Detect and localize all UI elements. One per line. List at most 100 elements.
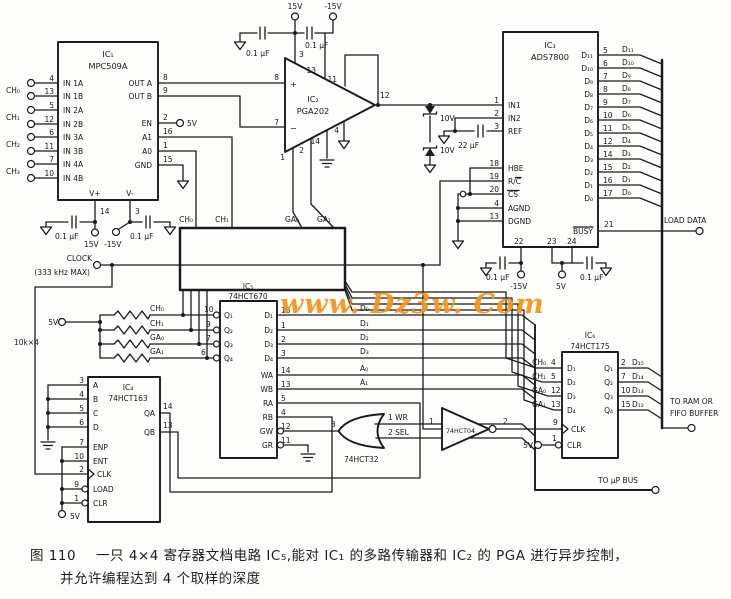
- net-label: D₃: [360, 347, 369, 356]
- ground-symbol: [40, 441, 56, 450]
- pin-name: QB: [144, 428, 155, 437]
- ground-symbol: [437, 135, 451, 145]
- inverting-bubble: [459, 190, 467, 198]
- inverting-bubble: [81, 499, 89, 507]
- pin-number: 4: [281, 408, 286, 417]
- net-label: CH₀: [150, 304, 164, 313]
- supply-terminal: [57, 509, 67, 519]
- net-label: D₃: [622, 149, 631, 158]
- pin-name: Q₁: [224, 311, 233, 320]
- pin-name: D₁₁: [581, 51, 593, 60]
- pin-number: 11: [327, 75, 337, 84]
- supply-label: 5V: [556, 282, 567, 291]
- pin-name: D₉: [584, 77, 593, 86]
- pin-number: 17: [603, 189, 613, 198]
- pin-number: 1: [281, 321, 286, 330]
- pin-name: IN 2B: [63, 120, 83, 129]
- destination-label: TO RAM OR: [669, 397, 713, 406]
- pin-number: 3: [494, 122, 499, 131]
- pin-number: 8: [163, 73, 168, 82]
- pin-name: CLR: [93, 499, 108, 508]
- pin-name: D₃: [264, 340, 273, 349]
- pin-name: ENT: [93, 457, 108, 466]
- net-label: D₆: [622, 110, 631, 119]
- ic6-ref: IC₆: [585, 331, 595, 340]
- supply-label: 5V: [187, 119, 198, 128]
- net-label: CH₁: [532, 372, 546, 381]
- pin-name: ENP: [93, 443, 108, 452]
- pin-name: RA: [263, 399, 274, 408]
- ground-symbol: [423, 164, 437, 174]
- clock-rate-label: (333 kHz MAX): [34, 268, 90, 277]
- inverter-74hct04: 74HCT04 1 2: [422, 407, 563, 451]
- pin-number: 2: [299, 146, 304, 155]
- up-bus-label: TO µP BUS: [597, 476, 638, 485]
- pin-name: IN 2A: [63, 106, 84, 115]
- ic2-body: [284, 57, 376, 153]
- pin-name: OUT A: [129, 79, 153, 88]
- zener-voltage: 10V: [440, 146, 456, 155]
- cap-value: 0.1 µF: [580, 273, 603, 282]
- supply-label: 15V: [288, 2, 304, 11]
- pin-number: 15: [603, 163, 613, 172]
- pin-number: 13: [281, 380, 291, 389]
- supply-label: 15V: [84, 240, 100, 249]
- net-label: D₁: [360, 319, 369, 328]
- or-gate-74hct32: 3 1 WR 2 SEL 74HCT32: [331, 413, 536, 464]
- ground-symbol: [319, 159, 335, 168]
- capacitor: [499, 256, 506, 270]
- ic5-ref: IC₅: [243, 282, 253, 291]
- pin-number: 7: [206, 334, 211, 343]
- net-label: GA₁: [317, 215, 331, 224]
- pin-number: 18: [489, 159, 499, 168]
- wr-input-label: 1 WR: [388, 413, 408, 422]
- pin-name: D: [93, 423, 99, 432]
- pin-number: 2: [163, 113, 168, 122]
- pin-number: 12: [551, 386, 561, 395]
- pin-name: EN: [142, 119, 152, 128]
- pin-name: Q₃: [224, 340, 233, 349]
- pin-number: 5: [281, 394, 286, 403]
- pin-number: 10: [603, 111, 613, 120]
- input-terminal: [26, 119, 36, 129]
- watermark: www. Dz3w. Com: [280, 289, 545, 320]
- ic4-ref: IC₄: [123, 383, 133, 392]
- net-label: D₈: [622, 84, 631, 93]
- net-label: D₁₃: [632, 386, 644, 395]
- pin-number: 6: [79, 418, 84, 427]
- ic3-ref: IC₃: [544, 40, 555, 50]
- resistor: [113, 353, 151, 363]
- net-label: GA₀: [532, 386, 546, 395]
- net-label: A₀: [360, 364, 368, 373]
- pin-number: 10: [74, 452, 84, 461]
- ic5-body: [219, 300, 278, 459]
- pin-name: HBE: [508, 164, 524, 173]
- pin-number: 14: [603, 150, 613, 159]
- pin-name: IN1: [508, 101, 521, 110]
- pin-name: Q₂: [604, 378, 613, 387]
- cap-value: 0.1 µF: [55, 232, 78, 241]
- pin-number: 14: [163, 402, 173, 411]
- pin-name: CS: [508, 190, 518, 199]
- pin-number: 10: [204, 305, 214, 314]
- resistor: [113, 310, 151, 320]
- pin-number: 2: [281, 335, 286, 344]
- ground-symbol: [233, 41, 247, 51]
- pin-number: 1: [552, 434, 557, 443]
- pin-number: 20: [489, 185, 499, 194]
- ic1-part: MPC509A: [89, 61, 128, 71]
- pin-number: 8: [603, 85, 608, 94]
- pin-number: 13: [163, 421, 173, 430]
- minus-input-mark: −: [290, 123, 297, 133]
- pin-name: LOAD: [93, 485, 114, 494]
- load-data-label: LOAD DATA: [664, 216, 707, 225]
- pin-name: BUSY: [573, 227, 593, 236]
- pin-name: WB: [260, 385, 273, 394]
- net-label: D₉: [622, 71, 631, 80]
- net-label: CH₃: [6, 167, 20, 176]
- pin-number: 5: [79, 404, 84, 413]
- pin-name: REF: [508, 127, 522, 136]
